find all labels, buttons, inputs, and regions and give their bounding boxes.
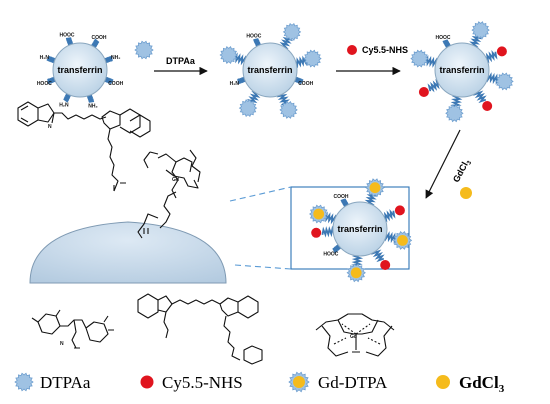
- linker: [427, 78, 442, 93]
- legend-cy55-label: Cy5.5-NHS: [162, 373, 243, 392]
- linker: [246, 91, 261, 105]
- gd-complex-atom-label: Gd: [350, 334, 357, 340]
- step3-arrow: [425, 129, 461, 199]
- dtpaa-n-label: N: [60, 341, 64, 347]
- dtpa-conjugate: [445, 104, 464, 123]
- surface-group-group_cooh: COOH: [334, 194, 349, 200]
- cy55-attached-structure: [17, 101, 151, 192]
- cy55-conjugate: [418, 87, 429, 97]
- cy55-conjugate: [496, 46, 507, 57]
- step2-reagent-icon: [347, 45, 357, 55]
- dtpa-conjugate: [495, 72, 514, 91]
- gd-dtpa-attached-structure: [137, 149, 201, 239]
- linker: [276, 91, 290, 106]
- linker: [279, 35, 294, 49]
- linker: [371, 248, 385, 263]
- linker: [384, 231, 399, 244]
- transferrin-particle: [242, 42, 298, 98]
- surface-group-group_cooh: COOH: [92, 35, 107, 41]
- legend-gd-dtpa-swatch: [288, 371, 310, 393]
- cy55-conjugate: [311, 227, 322, 238]
- surface-group-group_nh2: NH₂: [88, 104, 97, 110]
- linker: [322, 211, 337, 225]
- legend-item-cy55: Cy5.5-NHS: [140, 373, 243, 392]
- dtpa-conjugate: [410, 49, 429, 68]
- linker: [473, 89, 487, 104]
- legend-gdcl3-swatch: [436, 375, 450, 389]
- surface-group-group_h2n: H₂N: [230, 81, 240, 87]
- surface-group-group_hooc: HOOC: [60, 32, 75, 38]
- callout-line-top: [229, 186, 292, 202]
- construct-transferrin-bare: transferrin HOOC COOH NH₂ COOH NH₂ H₂N HOOC H₂N: [37, 32, 124, 109]
- linker: [483, 50, 498, 64]
- transferrin-label: transferrin: [57, 65, 102, 75]
- dtpa-conjugate: [279, 100, 298, 119]
- legend-item-dtpaa: DTPAa: [14, 372, 91, 392]
- linker: [321, 225, 336, 238]
- gd-dtpa-conjugate: [346, 263, 366, 283]
- step2-label: Cy5.5-NHS: [362, 45, 408, 55]
- gd-atom-label: Gd: [172, 177, 179, 183]
- construct-final-gd-dtpa-cy55: transferrin COOH HOOC: [309, 178, 413, 283]
- cy55-conjugate: [482, 101, 493, 111]
- transferrin-particle: [52, 42, 108, 98]
- step1-label: DTPAa: [166, 56, 196, 66]
- transferrin-label: transferrin: [439, 65, 484, 75]
- cy55-conjugate: [380, 260, 391, 270]
- cy55-conjugate: [394, 205, 405, 216]
- legend-dtpaa-label: DTPAa: [40, 373, 91, 392]
- legend-item-gd-dtpa: Gd-DTPA: [288, 371, 388, 393]
- surface-group-group_cooh: COOH: [108, 81, 123, 87]
- construct-transferrin-dtpa-cy55: transferrin HOOC: [410, 21, 514, 123]
- gd-dtpa-complex-structure: [315, 313, 395, 357]
- cy55-n-atom: N: [48, 124, 52, 130]
- linker: [351, 254, 364, 268]
- transferrin-particle: [332, 201, 388, 257]
- step3-reagent-icon: [460, 187, 472, 199]
- transferrin-particle: [434, 42, 490, 98]
- surface-group-group_cooh: COOH: [298, 81, 313, 87]
- linker: [423, 55, 438, 68]
- legend-gd-dtpa-label: Gd-DTPA: [318, 373, 388, 392]
- legend-item-gdcl3: GdCl3: [436, 373, 505, 395]
- dtpa-conjugate: [219, 46, 238, 64]
- gd-dtpa-conjugate: [392, 230, 413, 250]
- surface-group-group_nh2: NH₂: [111, 55, 120, 61]
- transferrin-label: transferrin: [337, 224, 382, 234]
- surface-group-group_h2n: H₂N: [59, 102, 69, 108]
- surface-group-group_h2n: H₂N: [40, 55, 50, 61]
- dtpa-conjugate: [303, 49, 322, 68]
- linker: [232, 52, 247, 66]
- dtpa-conjugate: [238, 99, 258, 118]
- dtpa-conjugate: [282, 22, 302, 41]
- gd-dtpa-conjugate: [309, 204, 329, 224]
- surface-group-group_hooc: HOOC: [436, 35, 451, 41]
- legend-gdcl3-label: GdCl3: [459, 373, 505, 395]
- dtpa-anhydride-structure: [31, 309, 114, 349]
- dtpa-conjugate: [471, 21, 490, 40]
- construct-transferrin-dtpa: transferrin HOOC COOH H₂N: [219, 22, 322, 119]
- linker: [381, 209, 396, 223]
- callout-line-bottom: [234, 264, 292, 270]
- protein-surface: [29, 221, 227, 284]
- step1-reagent-icon: [134, 40, 154, 60]
- legend: DTPAa Cy5.5-NHS Gd-DTPA GdCl3: [14, 371, 505, 395]
- surface-group-group_hooc: HOOC: [246, 34, 261, 40]
- linker: [469, 33, 483, 48]
- cy55-nhs-structure: [137, 293, 263, 365]
- legend-dtpaa-swatch: [14, 372, 34, 392]
- linker: [486, 72, 501, 85]
- transferrin-label: transferrin: [247, 65, 292, 75]
- linker: [450, 95, 463, 109]
- surface-group-group_hooc: HOOC: [323, 251, 338, 257]
- legend-cy55-swatch: [140, 375, 154, 389]
- gd-dtpa-conjugate: [365, 178, 385, 198]
- surface-group-group_hooc: HOOC: [37, 81, 52, 87]
- step3-label: GdCl3: [451, 157, 474, 185]
